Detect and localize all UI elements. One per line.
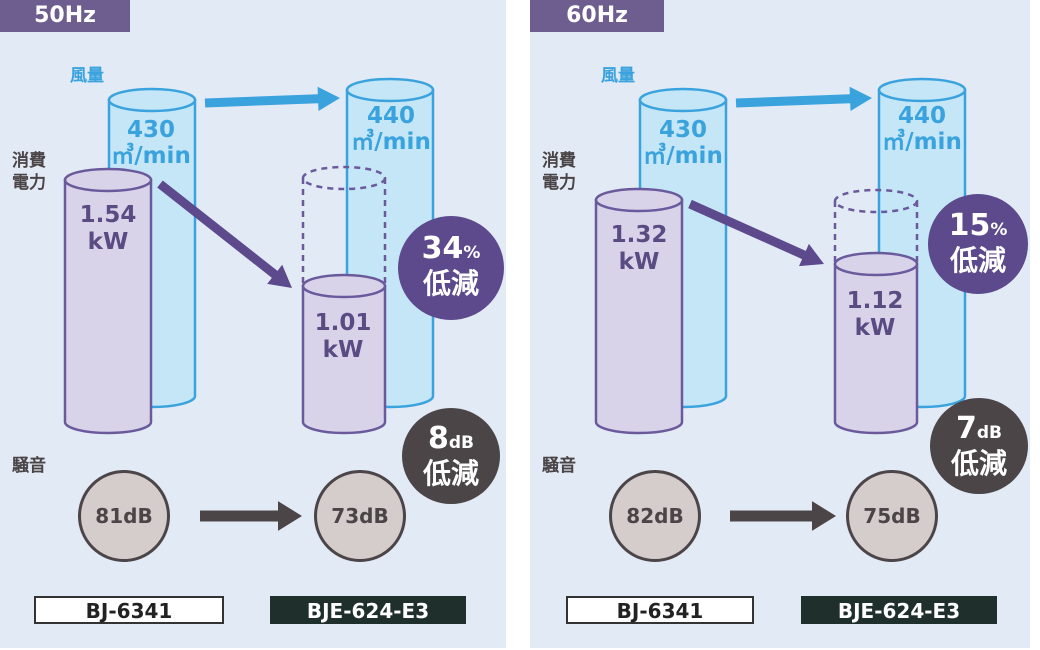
airflow-after-number: 440 — [366, 103, 415, 129]
airflow-unit: ㎥/min — [643, 143, 723, 169]
cylinder-top — [594, 187, 684, 213]
reduction-word: 低減 — [950, 447, 1007, 480]
panel-60hz-power-after-cylinder — [833, 251, 919, 435]
airflow-label: 風量 — [70, 66, 104, 86]
cylinder-body — [63, 178, 153, 435]
airflow-unit: ㎥/min — [111, 143, 191, 169]
panel-50hz-noise-arrow — [200, 501, 302, 531]
power-reduction-number: 34 — [421, 231, 464, 266]
noise-reduction-number: 8 — [427, 421, 449, 456]
model-after-label: BJE-624-E3 — [801, 596, 997, 624]
panel-50hz-airflow-arrow — [204, 86, 340, 111]
noise-before-circle: 81dB — [78, 470, 170, 562]
cylinder-top — [345, 77, 435, 103]
cylinder-top — [638, 87, 728, 113]
airflow-unit: ㎥/min — [351, 129, 431, 155]
ghost-top — [833, 188, 919, 214]
frequency-tab: 60Hz — [530, 0, 664, 32]
panel-50hz-power-ghost-cylinder — [301, 165, 387, 284]
reduction-word: 低減 — [949, 244, 1006, 277]
noise-label: 騒音 — [542, 456, 576, 476]
cylinder-top — [833, 251, 919, 277]
cylinder-top — [63, 167, 153, 193]
airflow-unit: ㎥/min — [882, 129, 962, 155]
power-before-number: 1.32 — [610, 222, 668, 248]
noise-reduction-number: 7 — [955, 411, 977, 446]
noise-before-circle: 82dB — [609, 470, 701, 562]
airflow-before-number: 430 — [126, 117, 175, 143]
airflow-label: 風量 — [601, 66, 635, 86]
power-reduction-badge: 15% 低減 — [928, 194, 1028, 294]
model-before-label: BJ-6341 — [34, 596, 224, 624]
panel-60hz-airflow-arrow — [735, 86, 872, 111]
frequency-tab: 50Hz — [0, 0, 130, 32]
power-consumption-label: 消費 電力 — [12, 151, 46, 193]
panel-50hz-power-after-cylinder — [301, 273, 387, 435]
cylinder-body — [594, 198, 684, 435]
power-after-number: 1.12 — [846, 288, 904, 314]
cylinder-top — [107, 87, 197, 113]
cylinder-body — [833, 262, 919, 435]
noise-label: 騒音 — [12, 456, 46, 476]
reduction-word: 低減 — [422, 267, 479, 300]
airflow-before-number: 430 — [658, 117, 707, 143]
noise-reduction-badge: 8dB 低減 — [402, 408, 500, 504]
cylinder-top — [877, 77, 967, 103]
model-before-label: BJ-6341 — [566, 596, 754, 624]
power-after-number: 1.01 — [314, 310, 372, 336]
noise-reduction-unit: dB — [976, 423, 1002, 443]
ghost-top — [301, 165, 387, 191]
power-unit: kW — [618, 249, 660, 275]
power-unit: kW — [87, 229, 129, 255]
power-consumption-label: 消費 電力 — [542, 151, 576, 193]
noise-reduction-badge: 7dB 低減 — [930, 398, 1028, 494]
panel-60hz-power-ghost-cylinder — [833, 188, 919, 264]
model-after-label: BJE-624-E3 — [270, 596, 466, 624]
power-before-number: 1.54 — [79, 202, 137, 228]
reduction-word: 低減 — [422, 457, 479, 490]
noise-after-circle: 73dB — [314, 470, 406, 562]
cylinder-body — [301, 284, 387, 435]
cylinder-top — [301, 273, 387, 299]
power-reduction-badge: 34% 低減 — [398, 216, 504, 320]
panel-60hz-power-arrow — [688, 199, 824, 267]
panel-60hz-power-before-cylinder — [594, 187, 684, 435]
noise-after-circle: 75dB — [846, 470, 938, 562]
panel-60hz-noise-arrow — [730, 501, 836, 531]
percent-sign: % — [990, 220, 1008, 240]
power-unit: kW — [854, 315, 896, 341]
power-reduction-number: 15 — [948, 208, 991, 243]
panel-50hz-power-before-cylinder — [63, 167, 153, 435]
power-unit: kW — [322, 337, 364, 363]
noise-reduction-unit: dB — [448, 433, 474, 453]
panel-50hz-power-arrow — [157, 180, 292, 288]
airflow-after-number: 440 — [897, 103, 946, 129]
percent-sign: % — [463, 243, 481, 263]
